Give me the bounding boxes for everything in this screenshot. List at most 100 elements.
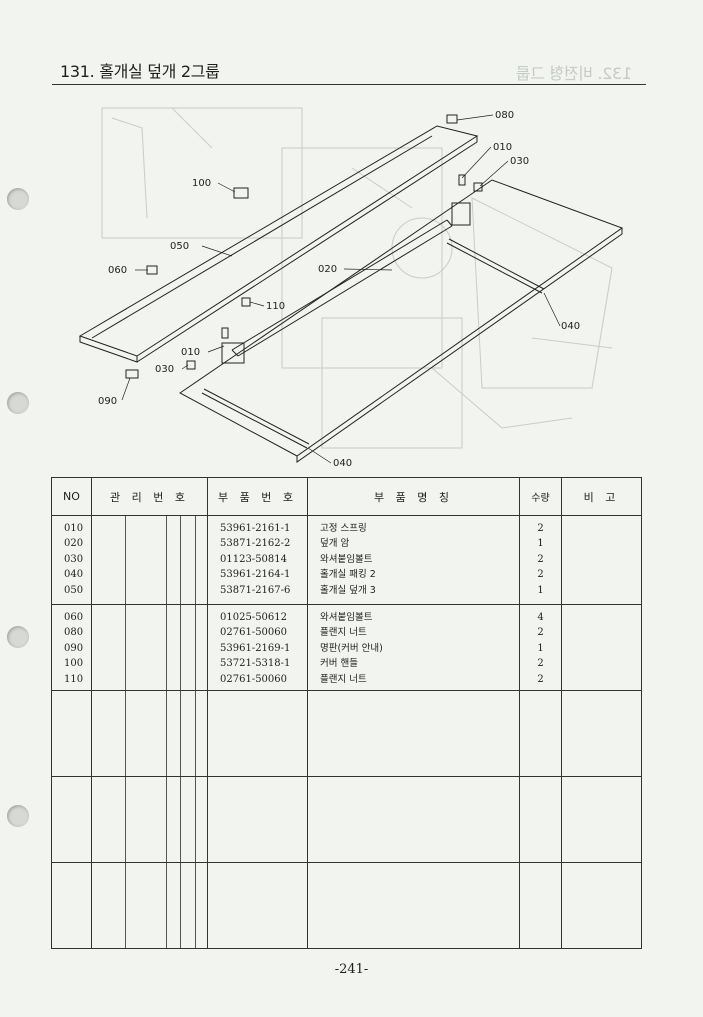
mgmt-subcolumns bbox=[92, 605, 207, 690]
list-item: 060 bbox=[64, 612, 84, 623]
mgmt-subcolumns bbox=[92, 777, 207, 862]
cell-mgmt bbox=[91, 862, 208, 949]
mgmt-subcolumns bbox=[92, 691, 207, 776]
table-row-group bbox=[51, 862, 642, 949]
cell-remark bbox=[561, 515, 642, 605]
callout-040-lower: 040 bbox=[333, 458, 352, 469]
list-item: 1 bbox=[537, 642, 544, 654]
mgmt-subcolumns bbox=[92, 863, 207, 948]
cell-mgmt bbox=[91, 515, 208, 605]
list-item: 2 bbox=[537, 569, 544, 581]
list-item: 플랜지 너트 bbox=[320, 673, 367, 685]
cell-remark bbox=[561, 776, 642, 863]
header-part-number: 부 품 번 호 bbox=[207, 477, 308, 516]
callout-050: 050 bbox=[170, 241, 189, 252]
list-item: 와셔붙임볼트 bbox=[320, 553, 373, 565]
cell-qty: 2 1 2 2 1 bbox=[519, 515, 562, 605]
callout-020: 020 bbox=[318, 264, 337, 275]
table-row-group bbox=[51, 776, 642, 863]
list-item: 2 bbox=[537, 523, 544, 534]
list-item: 2 bbox=[537, 673, 544, 685]
packing-040-right bbox=[446, 238, 545, 294]
cell-part bbox=[207, 862, 308, 949]
header-part-name: 부 품 명 칭 bbox=[307, 477, 520, 516]
cell-qty bbox=[519, 690, 562, 777]
list-item: 100 bbox=[64, 658, 84, 670]
list-item: 플랜지 너트 bbox=[320, 627, 367, 639]
title-rule bbox=[52, 84, 646, 85]
callout-030-lower: 030 bbox=[155, 364, 174, 375]
list-item: 고정 스프링 bbox=[320, 523, 367, 534]
cover-arm-020 bbox=[231, 219, 453, 357]
list-item: 01025-50612 bbox=[220, 612, 288, 623]
cell-part: 01025-50612 02761-50060 53961-2169-1 53721-… bbox=[207, 604, 308, 691]
header-remarks: 비 고 bbox=[561, 477, 642, 516]
table-row-group bbox=[51, 690, 642, 777]
list-item: 2 bbox=[537, 553, 544, 565]
list-item: 010 bbox=[64, 523, 84, 534]
list-item: 와셔붙임볼트 bbox=[320, 612, 373, 623]
callout-080: 080 bbox=[495, 110, 514, 121]
packing-040-lower bbox=[201, 388, 310, 449]
callout-110: 110 bbox=[266, 301, 285, 312]
list-item: 53961-2169-1 bbox=[220, 642, 291, 654]
table-row-group: 060 080 090 100 110 01025-50612 02761-50060 539… bbox=[51, 604, 642, 691]
cell-part bbox=[207, 776, 308, 863]
list-item: 53871-2162-2 bbox=[220, 538, 291, 550]
list-item: 030 bbox=[64, 553, 84, 565]
cell-name bbox=[307, 776, 520, 863]
callout-040-right: 040 bbox=[561, 321, 580, 332]
list-item: 53961-2161-1 bbox=[220, 523, 291, 534]
cell-part: 53961-2161-1 53871-2162-2 01123-50814 53961… bbox=[207, 515, 308, 605]
list-item: 080 bbox=[64, 627, 84, 639]
list-item: 53721-5318-1 bbox=[220, 658, 291, 670]
callout-030-upper: 030 bbox=[510, 156, 529, 167]
list-item: 53961-2164-1 bbox=[220, 569, 291, 581]
list-item: 02761-50060 bbox=[220, 627, 288, 639]
list-item: 1 bbox=[537, 584, 544, 596]
callout-010-lower: 010 bbox=[181, 347, 200, 358]
page-title: 131. 홀개실 덮개 2그룹 bbox=[60, 62, 220, 81]
list-item: 1 bbox=[537, 538, 544, 550]
list-item: 덮개 암 bbox=[320, 538, 350, 550]
header-no: NO bbox=[51, 477, 92, 516]
cell-no bbox=[51, 776, 92, 863]
list-item: 명판(커버 안내) bbox=[320, 642, 383, 654]
page-number: -241- bbox=[334, 962, 369, 977]
table-header-row: NO 관 리 번 호 부 품 번 호 부 품 명 칭 수량 비 고 bbox=[51, 477, 642, 516]
mgmt-subcolumns bbox=[92, 516, 207, 604]
cell-no: 060 080 090 100 110 bbox=[51, 604, 92, 691]
cell-qty bbox=[519, 862, 562, 949]
callout-100: 100 bbox=[192, 178, 211, 189]
cell-mgmt bbox=[91, 604, 208, 691]
cell-no bbox=[51, 690, 92, 777]
cell-mgmt bbox=[91, 690, 208, 777]
cell-mgmt bbox=[91, 776, 208, 863]
list-item: 110 bbox=[64, 673, 84, 685]
binder-hole-4 bbox=[7, 805, 29, 827]
exploded-parts-diagram: 080 010 030 100 050 060 020 110 040 010 … bbox=[78, 107, 624, 469]
header-quantity: 수량 bbox=[519, 477, 562, 516]
list-item: 040 bbox=[64, 569, 84, 581]
list-item: 020 bbox=[64, 538, 84, 550]
list-item: 53871-2167-6 bbox=[220, 584, 291, 596]
list-item: 01123-50814 bbox=[220, 553, 288, 565]
cell-part bbox=[207, 690, 308, 777]
list-item: 090 bbox=[64, 642, 84, 654]
cell-name bbox=[307, 862, 520, 949]
binder-hole-2 bbox=[7, 392, 29, 414]
parts-table: NO 관 리 번 호 부 품 번 호 부 품 명 칭 수량 비 고 010 020… bbox=[51, 477, 642, 949]
list-item: 2 bbox=[537, 658, 544, 670]
header-mgmt-number: 관 리 번 호 bbox=[91, 477, 208, 516]
cell-remark bbox=[561, 690, 642, 777]
callout-060: 060 bbox=[108, 265, 127, 276]
callout-090: 090 bbox=[98, 396, 117, 407]
cell-no bbox=[51, 862, 92, 949]
cell-name bbox=[307, 690, 520, 777]
callout-010-upper: 010 bbox=[493, 142, 512, 153]
list-item: 2 bbox=[537, 627, 544, 639]
